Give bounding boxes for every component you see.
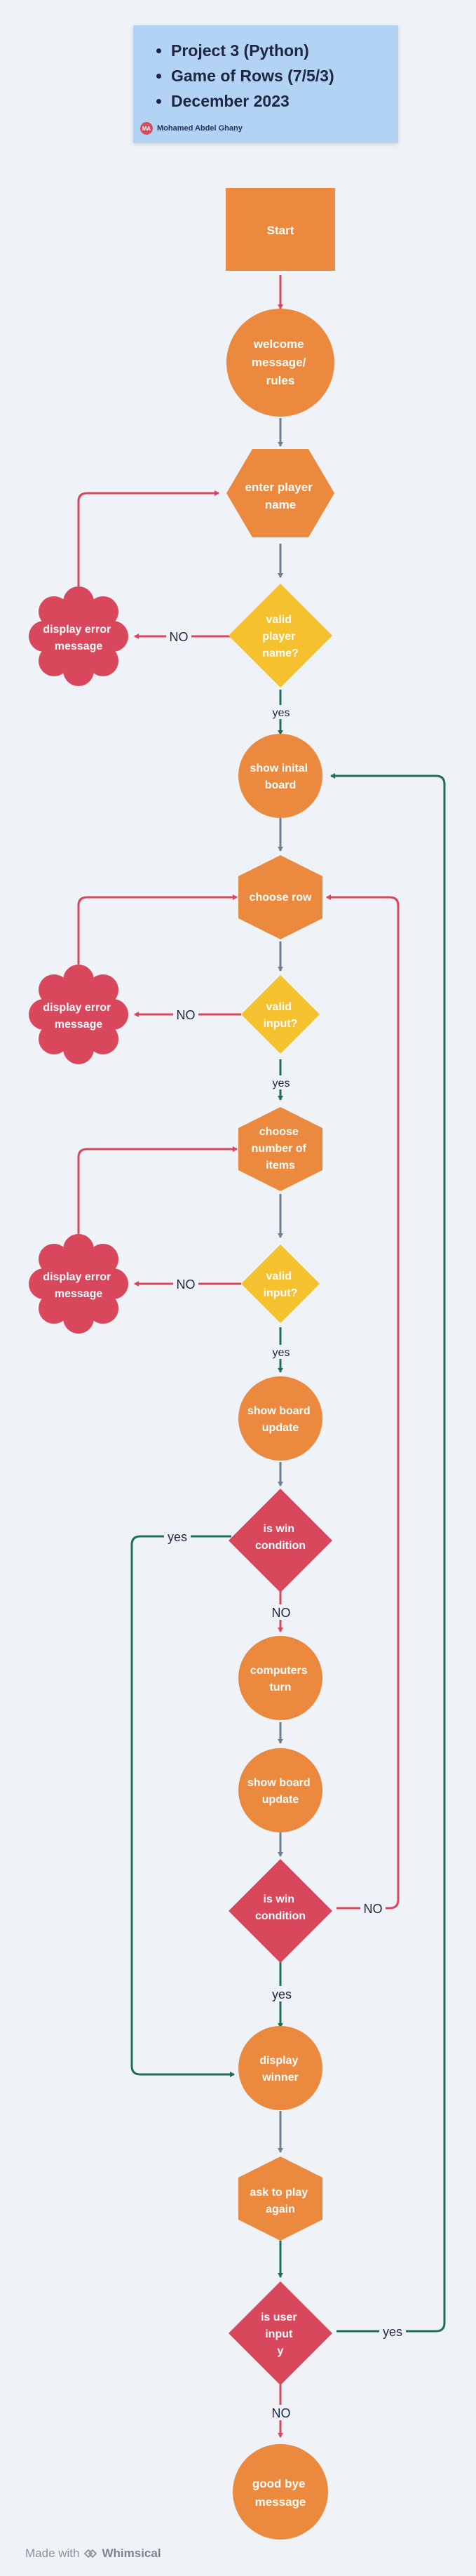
edge-win-1-yes xyxy=(130,1535,235,2077)
node-choose-items: choose number of items xyxy=(238,1107,322,1191)
note-list: Project 3 (Python) Game of Rows (7/5/3) … xyxy=(153,38,384,114)
svg-text:yes: yes xyxy=(272,1987,292,2001)
node-show-initial-board: show inital board xyxy=(238,734,322,818)
svg-text:NO: NO xyxy=(272,2406,291,2420)
svg-text:valid input?: valid input? xyxy=(264,1270,298,1299)
svg-text:ask to play again: ask to play again xyxy=(250,2187,311,2215)
svg-text:yes: yes xyxy=(273,1347,290,1359)
label-yes-2: yes xyxy=(271,1075,292,1089)
svg-text:is win condition: is win condition xyxy=(255,1893,306,1922)
footer: Made with Whimsical xyxy=(25,2547,161,2561)
footer-brand[interactable]: Whimsical xyxy=(102,2547,161,2560)
svg-text:is win condition: is win condition xyxy=(255,1523,306,1552)
label-no-2: NO xyxy=(173,1007,198,1022)
node-start: Start xyxy=(226,188,335,271)
node-valid-input-2: valid input? xyxy=(241,1245,320,1323)
label-no-3: NO xyxy=(173,1276,198,1292)
node-valid-input-1: valid input? xyxy=(241,975,320,1054)
label-yes-replay: yes xyxy=(379,2323,406,2339)
node-error-3: display error message xyxy=(29,1234,128,1334)
edge-error-2-retry xyxy=(77,894,238,966)
node-win-condition-2: is win condition xyxy=(229,1859,332,1963)
svg-text:show inital board: show inital board xyxy=(250,763,311,791)
edge-win-2-no xyxy=(326,894,400,1910)
edge-error-3-retry xyxy=(77,1146,238,1235)
whimsical-logo-icon xyxy=(84,2549,97,2558)
svg-text:yes: yes xyxy=(168,1530,187,1544)
node-play-again: ask to play again xyxy=(238,2156,322,2241)
svg-text:is user input: is user input y xyxy=(261,2312,300,2357)
svg-text:show board update: show board update xyxy=(247,1777,313,1806)
svg-text:valid input?: valid input? xyxy=(264,1001,298,1030)
label-no-replay: NO xyxy=(269,2405,293,2420)
svg-text:computers turn: computers turn xyxy=(250,1665,311,1693)
connector-labels: NO yes NO yes NO yes yes NO NO yes yes N… xyxy=(164,629,406,2420)
note-item-game: Game of Rows (7/5/3) xyxy=(171,63,384,88)
svg-text:NO: NO xyxy=(364,1902,383,1916)
node-computer-turn: computers turn xyxy=(238,1636,322,1720)
connectors xyxy=(77,275,446,2438)
node-board-update-2: show board update xyxy=(238,1748,322,1832)
svg-text:yes: yes xyxy=(273,707,290,719)
node-board-update-1: show board update xyxy=(238,1376,322,1461)
note-item-date: December 2023 xyxy=(171,88,384,114)
note-item-project: Project 3 (Python) xyxy=(171,38,384,63)
svg-text:display error message: display error message xyxy=(43,1002,114,1031)
label-yes-win-1: yes xyxy=(164,1529,191,1544)
label-no-1: NO xyxy=(166,629,191,644)
node-valid-player-name: valid player name? xyxy=(229,584,332,687)
node-error-1: display error message xyxy=(29,586,128,686)
svg-text:yes: yes xyxy=(383,2325,402,2339)
svg-text:NO: NO xyxy=(177,1277,196,1292)
svg-text:yes: yes xyxy=(273,1078,290,1089)
node-error-2: display error message xyxy=(29,965,128,1064)
svg-text:choose number of: choose number of items xyxy=(252,1126,310,1172)
node-welcome: welcome message/ rules xyxy=(226,309,334,417)
label-yes-1: yes xyxy=(271,705,292,719)
svg-text:NO: NO xyxy=(177,1008,196,1022)
svg-text:NO: NO xyxy=(272,1606,291,1620)
svg-text:Start: Start xyxy=(267,224,294,237)
svg-text:welcome message/: welcome message/ rules xyxy=(252,337,309,387)
edge-error-1-retry xyxy=(77,490,219,588)
svg-text:display error message: display error message xyxy=(43,1271,114,1300)
author-avatar: MA xyxy=(140,122,153,135)
node-good-bye: good bye message xyxy=(233,2444,328,2540)
label-yes-win-2: yes xyxy=(268,1986,295,2001)
svg-text:valid player n: valid player name? xyxy=(262,614,299,659)
label-yes-3: yes xyxy=(271,1345,292,1359)
label-no-win-2: NO xyxy=(360,1900,386,1916)
node-enter-player-name: enter player name xyxy=(226,449,334,537)
edge-user-yes xyxy=(330,773,446,2333)
project-note: Project 3 (Python) Game of Rows (7/5/3) … xyxy=(133,25,398,143)
svg-text:good bye message: good bye message xyxy=(252,2477,308,2509)
svg-text:display error message: display error message xyxy=(43,624,114,652)
footer-prefix: Made with xyxy=(25,2547,80,2560)
svg-text:choose row: choose row xyxy=(250,892,312,904)
svg-text:NO: NO xyxy=(170,630,189,644)
svg-text:enter player name: enter player name xyxy=(245,481,315,511)
author-name: Mohamed Abdel Ghany xyxy=(157,124,243,133)
note-author: MA Mohamed Abdel Ghany xyxy=(140,122,243,135)
label-no-win-1: NO xyxy=(269,1604,293,1620)
node-choose-row: choose row xyxy=(238,855,322,939)
node-display-winner: display winner xyxy=(238,2026,322,2110)
node-win-condition-1: is win condition xyxy=(229,1489,332,1592)
svg-text:show board update: show board update xyxy=(247,1405,313,1434)
node-user-input: is user input y xyxy=(229,2281,332,2385)
svg-text:display winner: display winner xyxy=(259,2055,301,2084)
flow-nodes: Start welcome message/ rules enter playe… xyxy=(29,188,335,2540)
